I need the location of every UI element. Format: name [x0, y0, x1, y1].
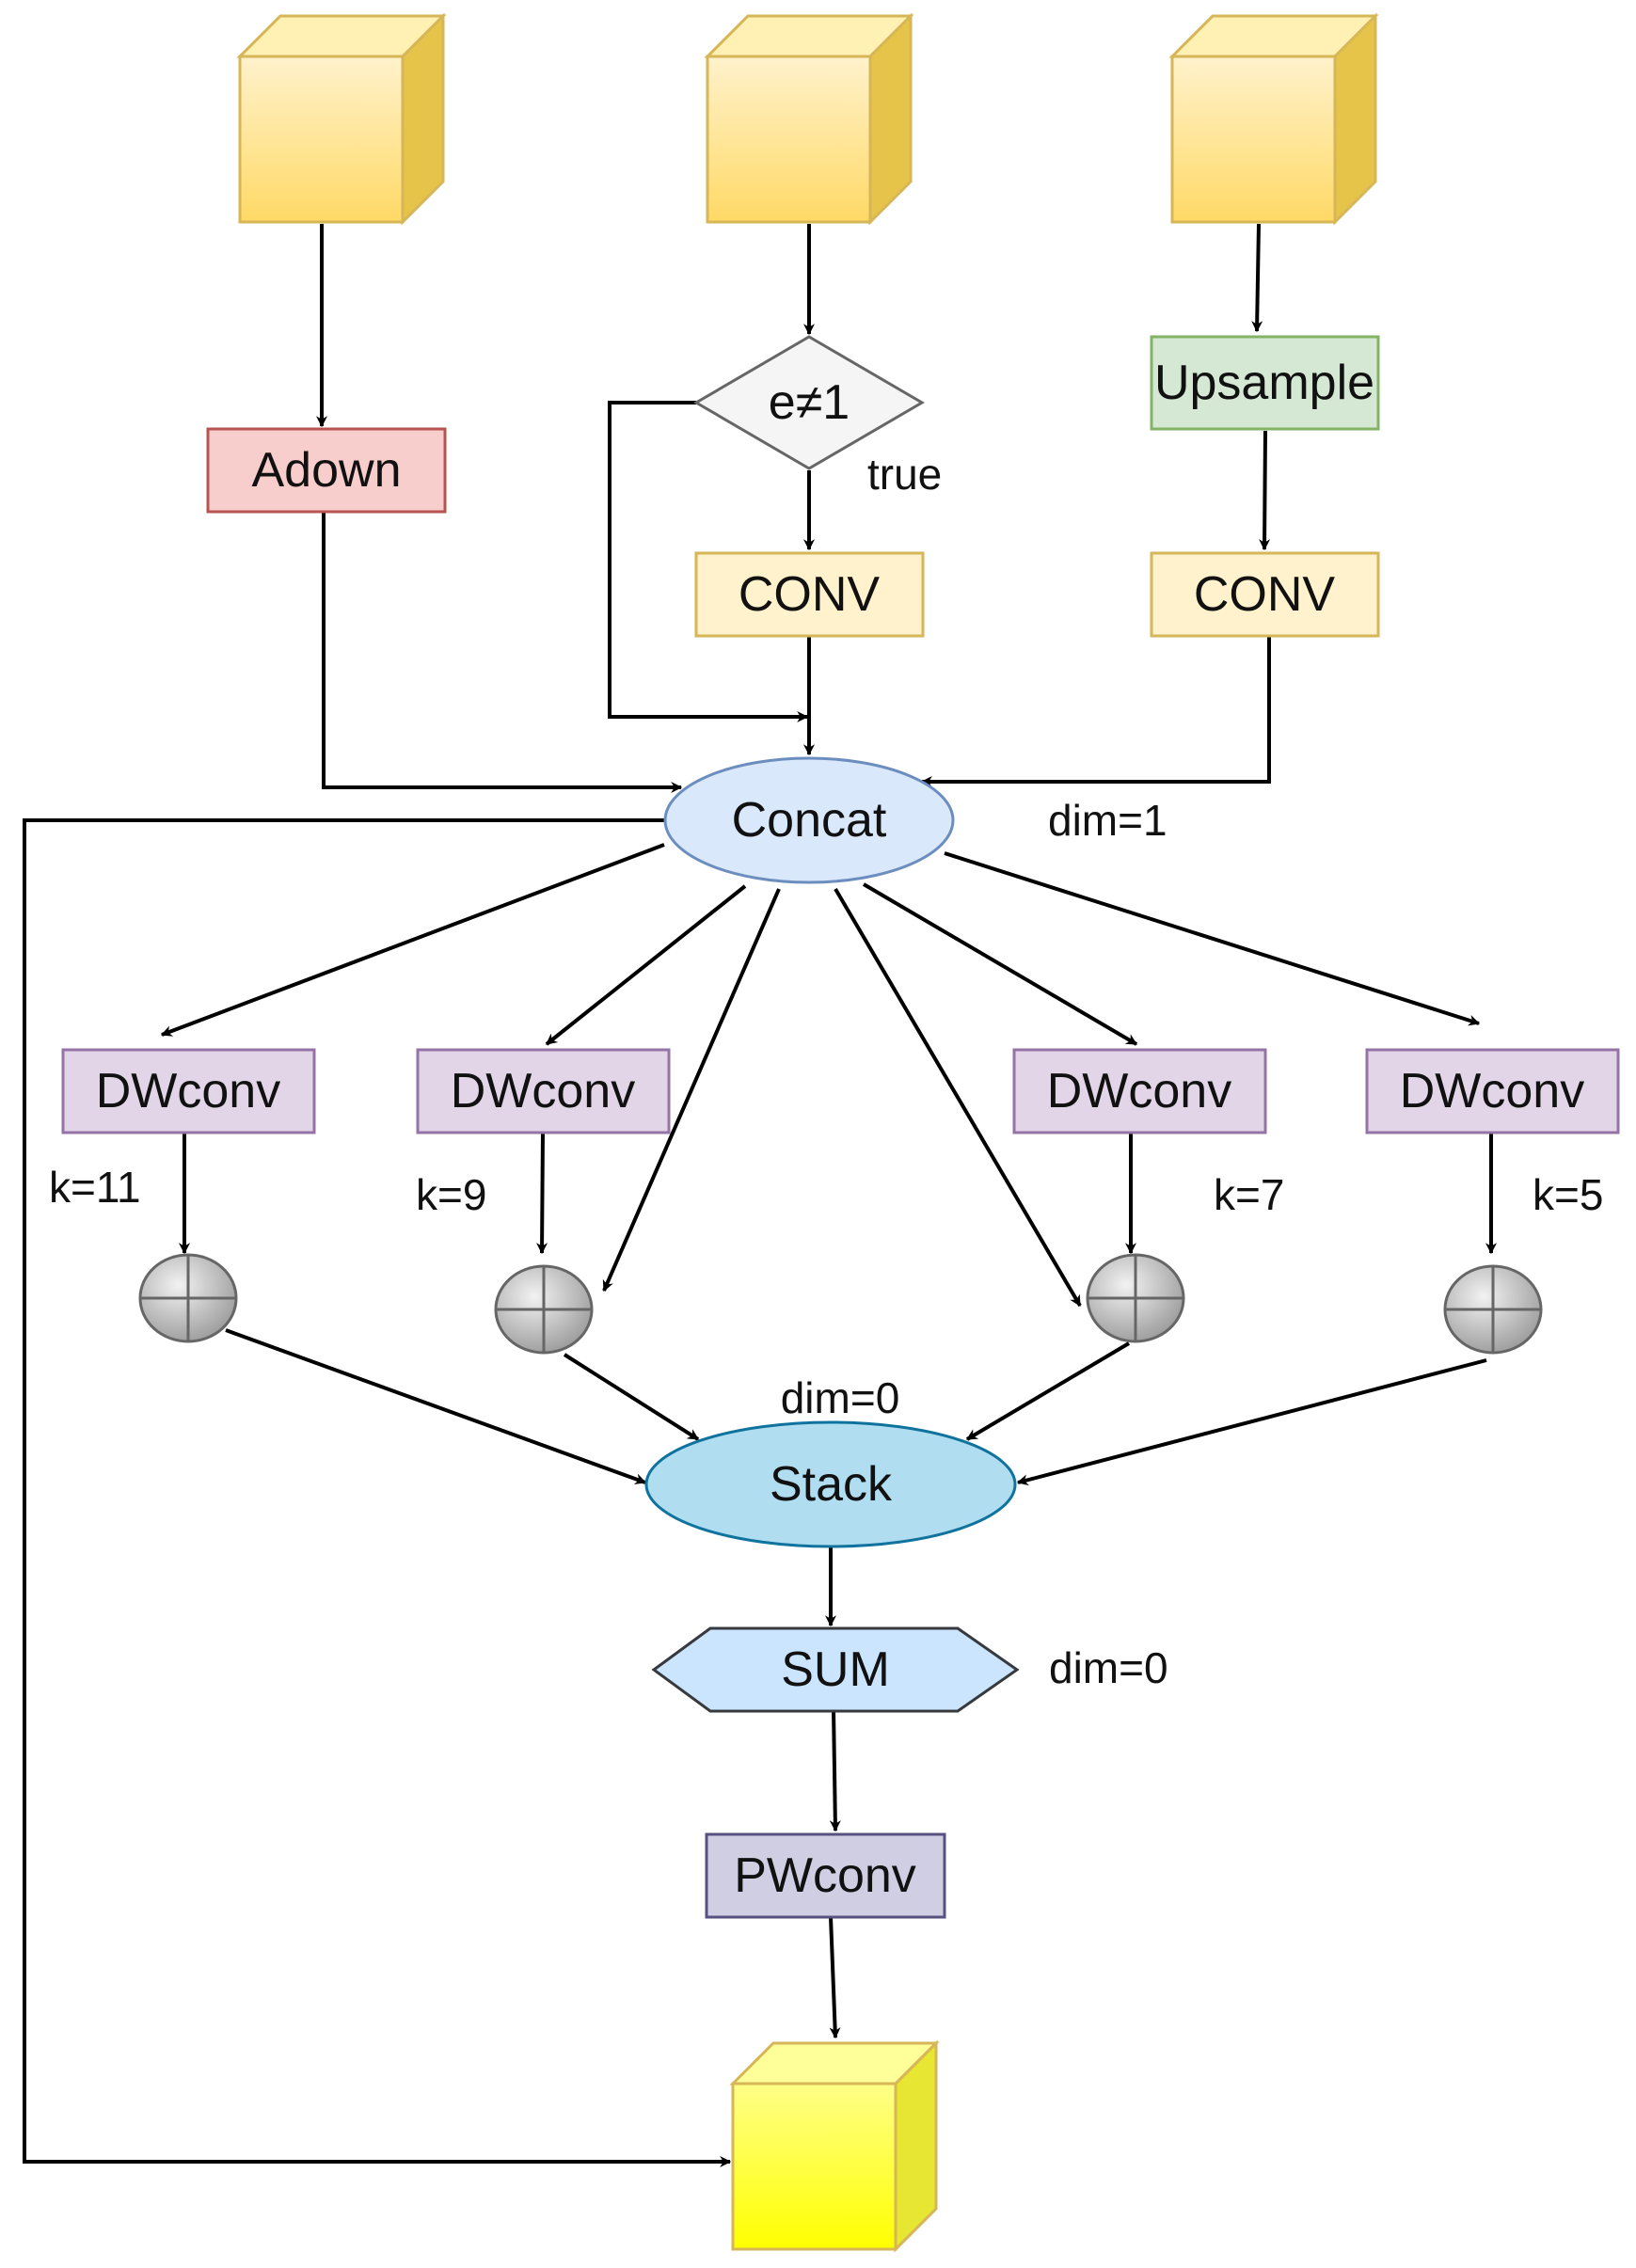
plus-node-4 — [1443, 1264, 1543, 1355]
edges — [23, 223, 1497, 2167]
conv-right-node: CONV — [1150, 551, 1380, 638]
edge-input3-upsample — [1251, 223, 1263, 333]
edge-concat-plus2 — [602, 888, 781, 1293]
k7-label: k=7 — [1214, 1170, 1284, 1219]
sum-node: SUM — [651, 1626, 1020, 1713]
edge-plus4-stack — [1016, 1358, 1487, 1486]
pwconv-node: PWconv — [705, 1832, 946, 1919]
dwconv-node-3: DWconv — [1012, 1048, 1267, 1134]
edge-plus1-stack — [225, 1328, 647, 1484]
edge-pwconv-output — [829, 1916, 841, 2039]
edge-concat-plus3 — [834, 887, 1082, 1308]
edge-concat-dwconv1 — [160, 843, 665, 1037]
upsample-label: Upsample — [1154, 356, 1374, 410]
adown-label: Adown — [252, 443, 402, 498]
pwconv-label: PWconv — [734, 1848, 916, 1903]
dwconv-label-4: DWconv — [1400, 1064, 1584, 1118]
conv-middle-label: CONV — [739, 567, 881, 622]
plus-node-1 — [138, 1253, 238, 1343]
edge-concat-output-skip — [23, 818, 732, 2167]
upsample-node: Upsample — [1150, 335, 1380, 431]
input-cube-2 — [704, 12, 914, 226]
edge-plus3-stack — [965, 1341, 1131, 1441]
conv-middle-node: CONV — [694, 551, 925, 638]
edge-concat-dwconv3 — [862, 882, 1138, 1046]
conv-right-label: CONV — [1194, 567, 1336, 622]
dwconv-label-2: DWconv — [451, 1064, 635, 1118]
edge-sum-pwconv — [829, 1708, 841, 1832]
edge-concat-dwconv4 — [944, 851, 1481, 1026]
edge-adown-concat — [322, 513, 683, 793]
sum-label: SUM — [781, 1642, 890, 1697]
stack-node: Stack — [644, 1420, 1017, 1548]
stack-label: Stack — [770, 1457, 893, 1512]
plus-node-2 — [494, 1264, 594, 1355]
edge-dwconv2-plus2 — [536, 1132, 548, 1255]
concat-node: Concat — [663, 756, 955, 884]
edge-labels: true dim=1 k=11 k=9 k=7 k=5 dim=0 dim=0 — [49, 450, 1603, 1692]
input-cube-3 — [1168, 12, 1379, 226]
dwconv-label-3: DWconv — [1047, 1064, 1231, 1118]
concat-label: Concat — [732, 793, 887, 848]
input-cube-1 — [236, 12, 447, 226]
plus-node-3 — [1086, 1253, 1185, 1343]
true-label: true — [867, 450, 942, 499]
sum-dim-label: dim=0 — [1049, 1643, 1168, 1692]
edge-conv-right-concat — [920, 636, 1271, 787]
k11-label: k=11 — [49, 1163, 141, 1212]
edge-condition-bypass — [608, 401, 809, 722]
dwconv-node-1: DWconv — [61, 1048, 316, 1134]
k5-label: k=5 — [1533, 1170, 1603, 1219]
dwconv-label-1: DWconv — [96, 1064, 280, 1118]
edge-concat-dwconv2 — [545, 884, 747, 1046]
dwconv-node-2: DWconv — [416, 1048, 671, 1134]
output-cube — [729, 2039, 940, 2253]
condition-node: e≠1 — [693, 335, 925, 470]
edge-upsample-conv — [1259, 430, 1271, 551]
stack-dim-label: dim=0 — [781, 1373, 900, 1422]
dwconv-node-4: DWconv — [1365, 1048, 1620, 1134]
k9-label: k=9 — [416, 1170, 486, 1219]
edge-plus2-stack — [563, 1353, 700, 1441]
condition-label: e≠1 — [769, 375, 850, 430]
concat-dim-label: dim=1 — [1048, 796, 1167, 845]
adown-node: Adown — [206, 427, 447, 514]
